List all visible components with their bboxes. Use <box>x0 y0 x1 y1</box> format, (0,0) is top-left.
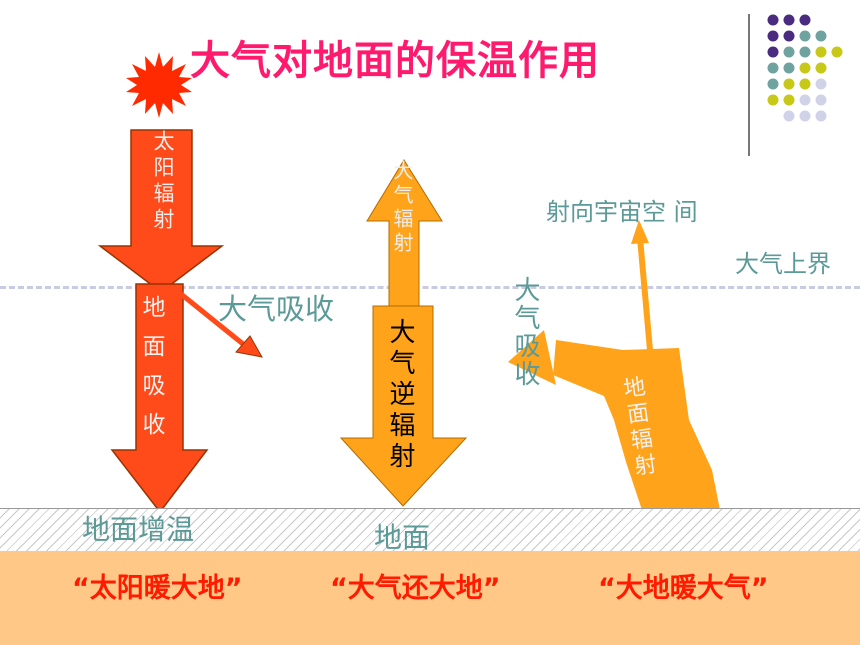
dot-grid-dots <box>767 14 843 122</box>
atm-absorb-right-label: 大气吸收 <box>510 276 540 388</box>
atmosphere-boundary-line <box>0 286 860 289</box>
to-space-arrow-line <box>637 237 653 351</box>
ground-label: 地面 <box>374 521 431 554</box>
ground-warming-label: 地面增温 <box>82 513 195 546</box>
slogan-band <box>0 551 860 645</box>
dot-grid-decoration <box>748 14 843 156</box>
atm-absorb-right-arrowhead <box>508 330 556 385</box>
atm-counter-radiation-label: 大气逆辐射 <box>385 318 415 473</box>
slogan-earth-warms-atmosphere: “大地暖大气” <box>598 573 769 604</box>
slogan-sun-warms-earth: “太阳暖大地” <box>72 573 243 604</box>
atm-absorb-left-label: 大气吸收 <box>218 292 335 326</box>
to-space-label: 射向宇宙空 间 <box>546 198 698 226</box>
solar-radiation-arrow <box>97 129 225 293</box>
ground-absorb-arrow <box>110 283 209 514</box>
to-space-arrow-head <box>631 220 649 244</box>
ground-absorb-label: 地面吸收 <box>138 295 164 451</box>
atm-absorb-arrow-head <box>235 335 263 358</box>
solar-radiation-label: 太阳辐射 <box>151 130 175 234</box>
sun-icon <box>126 52 192 118</box>
atm-radiation-label: 大气辐射 <box>390 160 414 256</box>
atm-counter-radiation-arrow <box>339 305 468 507</box>
slogan-atmosphere-returns-earth: “大气还大地” <box>330 573 501 604</box>
atm-upper-boundary-label: 大气上界 <box>735 250 831 278</box>
ground-surface-band <box>0 508 860 553</box>
ground-radiation-band <box>553 340 720 510</box>
atm-absorb-arrow-line <box>174 288 250 350</box>
page-title: 大气对地面的保温作用 <box>190 38 600 84</box>
